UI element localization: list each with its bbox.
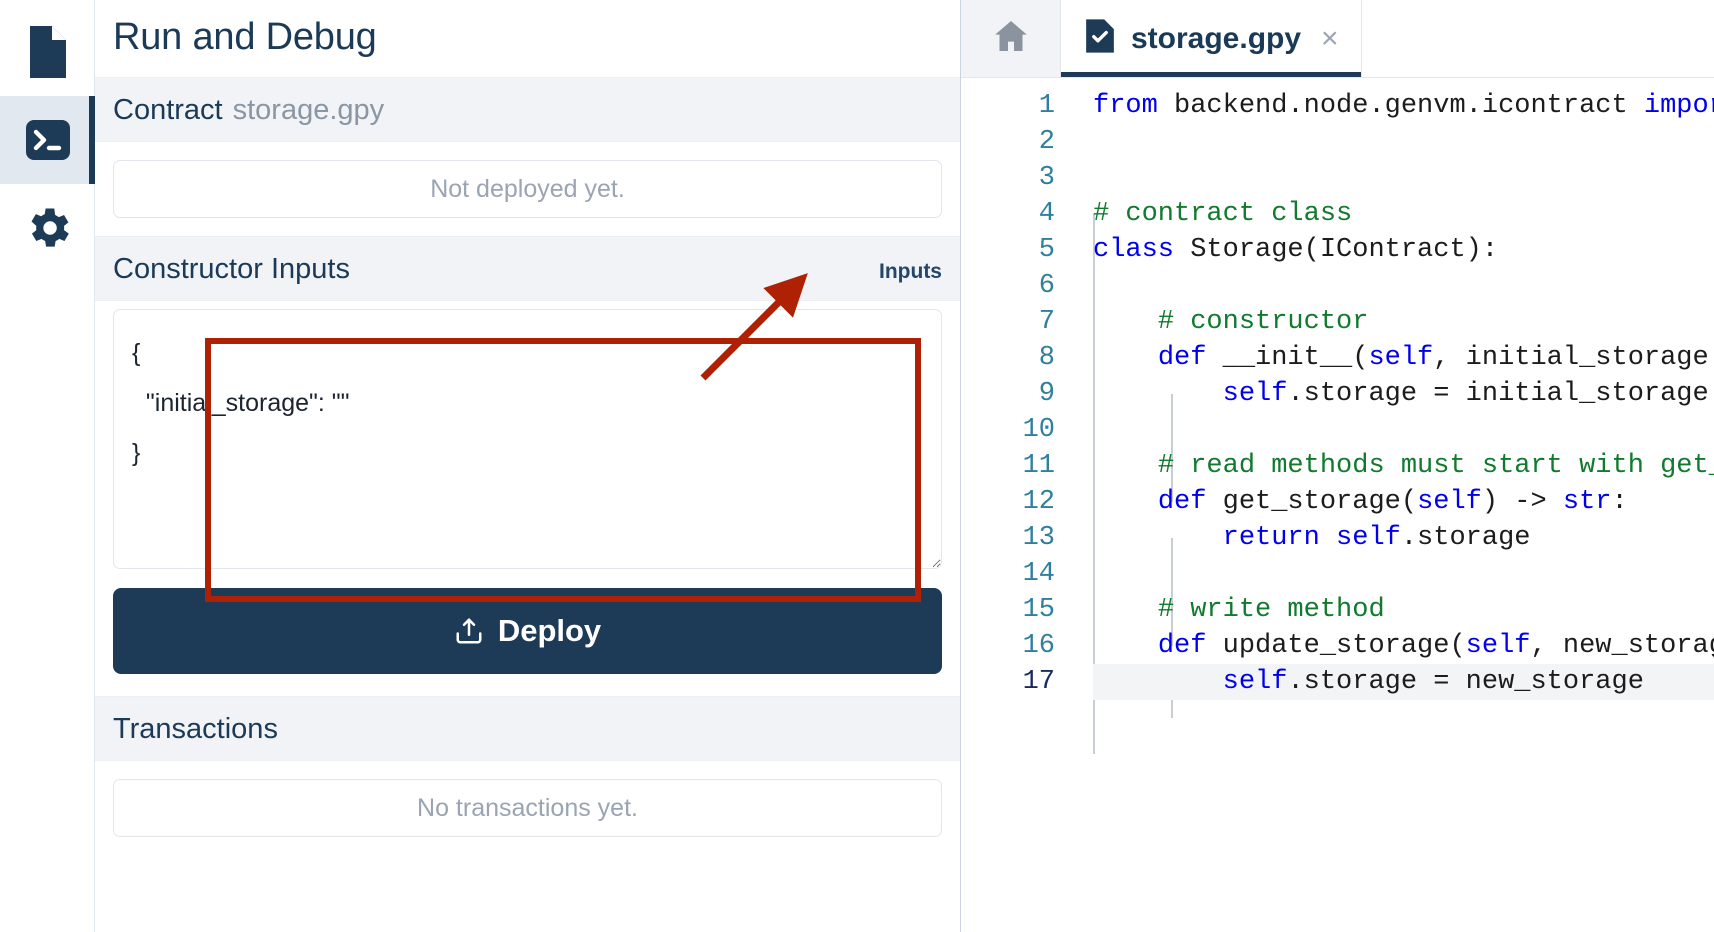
transactions-heading: Transactions <box>113 713 278 745</box>
transactions-section-header: Transactions <box>95 696 960 761</box>
code-lines: from backend.node.genvm.icontract import… <box>1071 88 1714 932</box>
tab-label: storage.gpy <box>1131 21 1302 55</box>
code-line: self.storage = initial_storage <box>1222 379 1709 409</box>
line-number: 1 <box>1038 91 1055 121</box>
close-icon[interactable]: × <box>1321 21 1339 55</box>
deployment-status-text: Not deployed yet. <box>430 174 625 203</box>
indent-guide <box>1171 682 1173 718</box>
code-line-current: self.storage = new_storage <box>1093 664 1714 700</box>
activity-item-run-and-debug[interactable] <box>0 96 95 184</box>
line-number: 12 <box>1022 487 1055 517</box>
contract-filename: storage.gpy <box>232 94 385 126</box>
line-number: 15 <box>1022 595 1055 625</box>
deploy-button-label: Deploy <box>497 613 602 648</box>
line-number: 16 <box>1022 631 1055 661</box>
constructor-inputs-textarea[interactable] <box>113 309 942 569</box>
run-and-debug-panel: Run and Debug Contract storage.gpy Not d… <box>95 0 961 932</box>
inputs-label[interactable]: Inputs <box>879 260 942 283</box>
line-number: 7 <box>1038 307 1055 337</box>
line-number: 4 <box>1038 199 1055 229</box>
indent-guide <box>1093 214 1095 754</box>
tab-home[interactable] <box>961 0 1061 77</box>
constructor-inputs-header: Constructor Inputs Inputs <box>95 236 960 301</box>
tab-storage-gpy[interactable]: storage.gpy × <box>1061 0 1362 77</box>
line-number: 11 <box>1022 451 1055 481</box>
code-line <box>1093 556 1714 592</box>
code-line: return self.storage <box>1222 523 1531 553</box>
line-number-current: 17 <box>1022 667 1055 697</box>
line-number: 8 <box>1038 343 1055 373</box>
code-line: class Storage(IContract): <box>1093 235 1499 265</box>
activity-item-settings[interactable] <box>0 184 95 272</box>
code-line: # write method <box>1157 595 1385 625</box>
code-editor: storage.gpy × 1 2 3 4 5 6 7 8 9 10 11 12… <box>961 0 1714 932</box>
code-line: from backend.node.genvm.icontract import… <box>1093 91 1714 121</box>
code-line <box>1093 268 1714 304</box>
contract-section-header: Contract storage.gpy <box>95 77 960 142</box>
file-check-icon <box>1083 18 1117 59</box>
indent-guide <box>1171 538 1173 646</box>
settings-icon <box>22 202 74 254</box>
code-line <box>1093 160 1714 196</box>
indent-guide <box>1171 394 1173 502</box>
activity-item-files[interactable] <box>0 8 95 96</box>
upload-icon <box>454 615 484 647</box>
files-icon <box>24 24 72 80</box>
constructor-inputs-wrap <box>95 301 960 574</box>
line-number: 14 <box>1022 559 1055 589</box>
terminal-icon <box>24 116 72 164</box>
editor-tabbar: storage.gpy × <box>961 0 1714 78</box>
contract-heading: Contract <box>113 94 223 126</box>
code-line: def update_storage(self, new_storage: st… <box>1157 631 1714 661</box>
constructor-inputs-heading: Constructor Inputs <box>113 253 350 285</box>
line-number: 13 <box>1022 523 1055 553</box>
activity-bar <box>0 0 95 932</box>
line-number: 6 <box>1038 271 1055 301</box>
line-number: 10 <box>1022 415 1055 445</box>
line-number: 2 <box>1038 127 1055 157</box>
line-number-gutter: 1 2 3 4 5 6 7 8 9 10 11 12 13 14 15 16 1… <box>961 88 1071 932</box>
transactions-empty-text: No transactions yet. <box>417 793 638 822</box>
transactions-empty-box: No transactions yet. <box>113 779 942 837</box>
code-line: # read methods must start with get_ <box>1157 451 1714 481</box>
code-line: # constructor <box>1157 307 1369 337</box>
code-line <box>1093 412 1714 448</box>
code-line: def __init__(self, initial_storage: str)… <box>1157 343 1714 373</box>
deployment-status-box: Not deployed yet. <box>113 160 942 218</box>
line-number: 5 <box>1038 235 1055 265</box>
line-number: 9 <box>1038 379 1055 409</box>
code-line <box>1093 124 1714 160</box>
code-line: def get_storage(self) -> str: <box>1157 487 1628 517</box>
home-icon <box>990 16 1032 61</box>
line-number: 3 <box>1038 163 1055 193</box>
code-area[interactable]: 1 2 3 4 5 6 7 8 9 10 11 12 13 14 15 16 1… <box>961 78 1714 932</box>
deploy-button[interactable]: Deploy <box>113 588 942 674</box>
page-title: Run and Debug <box>113 16 377 58</box>
code-line: # contract class <box>1093 199 1353 229</box>
